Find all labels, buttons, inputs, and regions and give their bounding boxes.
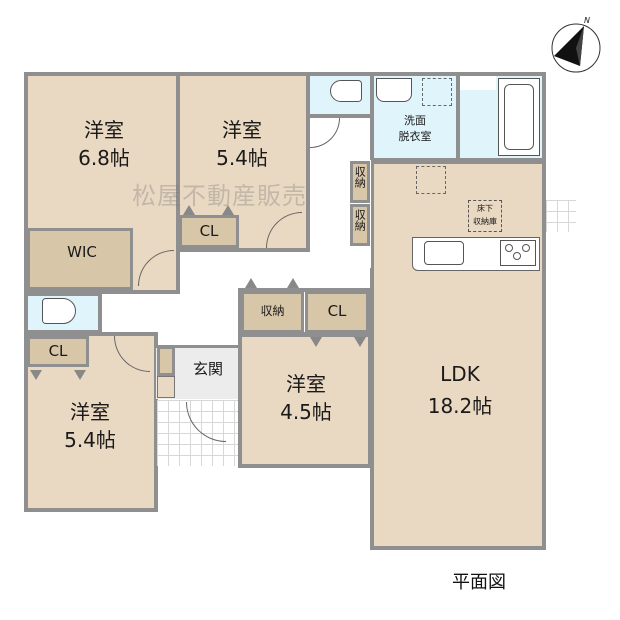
shoe-cabinet-x	[157, 376, 175, 398]
room-western-4-5	[238, 333, 372, 468]
kitchen-sink-icon	[424, 241, 464, 265]
bath-floor	[460, 76, 496, 90]
storage-cl-top-label: CL	[199, 222, 219, 240]
room-ldk	[348, 160, 546, 550]
underfloor-label-1: 床下	[477, 204, 493, 213]
washer-space	[422, 78, 452, 106]
burner-1	[505, 244, 513, 252]
stove-icon	[500, 240, 536, 266]
watermark: 松屋不動産販売	[132, 182, 307, 210]
toilet-bottom-icon	[42, 298, 76, 324]
washroom-name-1: 洗面	[404, 114, 426, 127]
storage-cl-top	[179, 215, 239, 248]
north-arrow-icon	[551, 23, 601, 73]
closet-door-marker	[354, 337, 366, 347]
washroom-name-2: 脱衣室	[398, 130, 432, 143]
closet-door-marker	[245, 278, 257, 288]
room-ldk-name: LDK	[440, 362, 480, 386]
shoe-cabinet	[157, 346, 175, 376]
room-western-6-8-name: 洋室	[84, 118, 124, 142]
compass: N	[550, 16, 602, 74]
room-western-6-8-size: 6.8帖	[78, 146, 130, 170]
storage-cl-mid-label: CL	[327, 302, 347, 320]
burner-2	[522, 244, 530, 252]
storage-shuno-v2	[350, 204, 370, 246]
compass-label: N	[584, 16, 590, 25]
room-western-5-4-bottom-size: 5.4帖	[64, 428, 116, 452]
underfloor-storage	[468, 200, 502, 232]
closet-door-marker	[222, 205, 234, 215]
entrance-label: 玄関	[192, 360, 223, 378]
underfloor-label-2: 収納庫	[473, 217, 497, 226]
room-western-4-5-size: 4.5帖	[280, 400, 332, 424]
room-western-5-4-top-size: 5.4帖	[216, 146, 268, 170]
room-western-4-5-name: 洋室	[286, 372, 326, 396]
storage-shuno-v1-label: 収納	[353, 166, 367, 188]
storage-wic-label: WIC	[67, 243, 97, 261]
door-toilet-top[interactable]	[310, 118, 340, 148]
storage-shuno-v1	[350, 161, 370, 203]
storage-shuno-mid-label: 収納	[260, 304, 285, 318]
storage-wic	[27, 228, 133, 290]
closet-door-marker	[287, 278, 299, 288]
room-western-5-4-bottom-name: 洋室	[70, 400, 110, 424]
burner-3	[513, 252, 521, 260]
toilet-icon	[330, 80, 362, 102]
bathtub-inner	[504, 84, 534, 150]
plan-title: 平面図	[452, 572, 506, 593]
closet-door-marker	[30, 370, 42, 380]
storage-cl-left	[27, 336, 89, 367]
closet-door-marker	[310, 337, 322, 347]
storage-cl-left-label: CL	[48, 342, 68, 360]
closet-door-marker	[183, 205, 195, 215]
storage-shuno-v2-label: 収納	[353, 209, 367, 231]
room-western-5-4-top-name: 洋室	[222, 118, 262, 142]
storage-shuno-mid	[241, 291, 304, 333]
room-ldk-left-wall	[370, 268, 374, 550]
closet-door-marker	[74, 370, 86, 380]
storage-cl-mid	[305, 291, 369, 333]
fridge-space	[416, 166, 446, 194]
room-ldk-size: 18.2帖	[427, 394, 493, 418]
sink-icon	[376, 78, 412, 102]
outdoor-step	[546, 200, 576, 232]
